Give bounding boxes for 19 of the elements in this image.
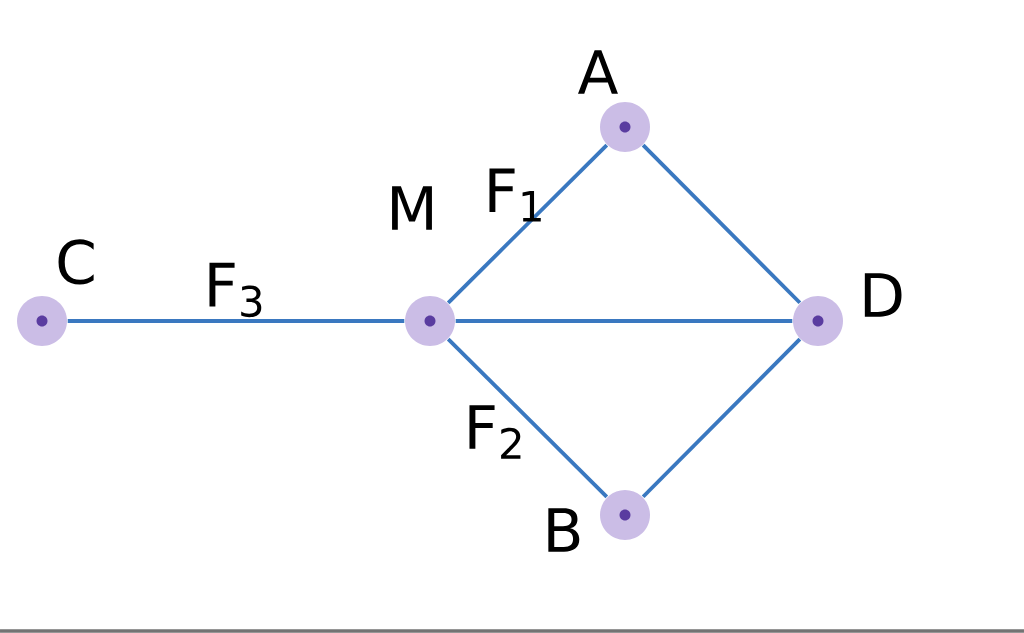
vertex-dot [600, 102, 650, 152]
edge-line [641, 337, 802, 499]
edge-line [446, 337, 609, 499]
edge-label: F$_{3}$ [209, 262, 262, 318]
vertex-dot [600, 490, 650, 540]
vertex-dot [793, 296, 843, 346]
edge-line [641, 143, 802, 305]
vertex-label: M [392, 186, 432, 230]
vertex-dot [17, 296, 67, 346]
edge-line [455, 319, 793, 323]
edge-label: F$_{2}$ [469, 405, 521, 459]
vertex-label: A [578, 50, 618, 94]
vertex-label: D [864, 273, 902, 317]
vertex-label: C [58, 239, 94, 285]
edge-label: F$_{1}$ [489, 168, 541, 222]
vertex-dot [405, 296, 455, 346]
vertex-label: B [548, 508, 580, 552]
edge-line [446, 143, 609, 305]
edge-line [67, 319, 405, 323]
